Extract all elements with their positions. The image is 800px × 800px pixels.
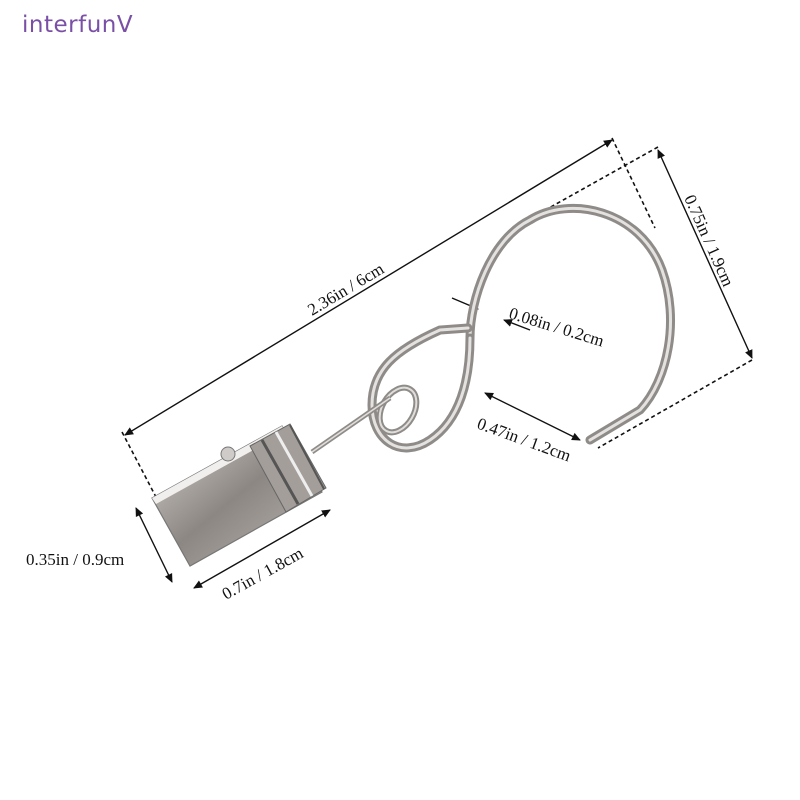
s-hook <box>367 203 676 453</box>
clip-width-label: 0.35in / 0.9cm <box>26 550 124 569</box>
connector-ring <box>310 384 420 455</box>
hook-gap-label: 0.47in / 1.2cm <box>475 414 574 465</box>
brand-watermark: interfunV <box>22 12 134 38</box>
total-length-label: 2.36in / 6cm <box>304 259 387 319</box>
dimension-hook-gap: 0.47in / 1.2cm <box>475 392 581 465</box>
dimension-clip-width: 0.35in / 0.9cm <box>26 507 173 583</box>
clip-length-label: 0.7in / 1.8cm <box>219 543 307 603</box>
hook-height-label: 0.75in / 1.9cm <box>680 192 737 289</box>
clip-body <box>151 423 327 567</box>
